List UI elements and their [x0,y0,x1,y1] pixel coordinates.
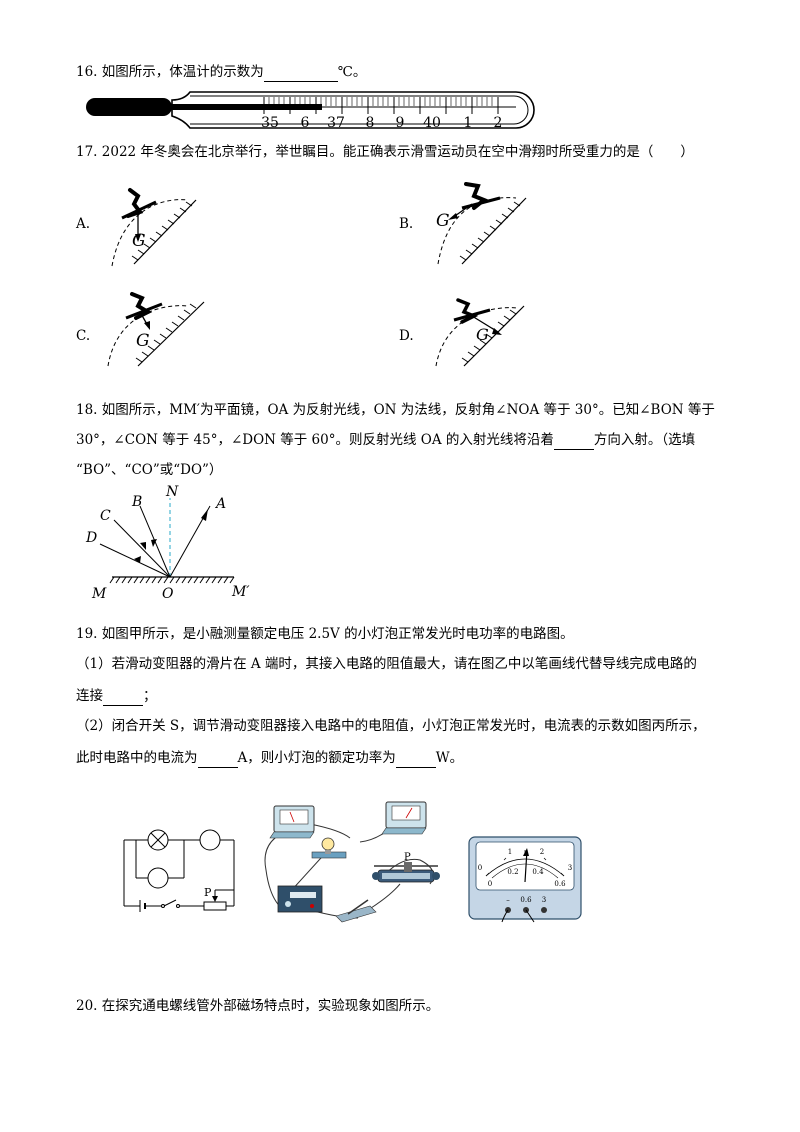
q19-current-blank[interactable] [197,751,238,768]
q16-text: 如图所示，体温计的示数为 [101,64,264,80]
q19-circuit-slider-label: P [204,886,212,899]
q17-option-a-figure[interactable]: G [104,182,204,268]
thermo-label-36: 6 [301,115,310,131]
thermo-label-38: 8 [366,115,375,131]
q19-number: 19. [76,626,98,642]
q19-part2-b: 此时电路中的电流为 [76,750,198,766]
switch-device [335,899,377,923]
q17-option-a-label[interactable]: A. [76,216,91,232]
ammeter-outer-1: 1 [508,848,512,856]
q19-part2-d: W。 [435,750,464,766]
q19-text: 如图甲所示，是小融测量额定电压 2.5V 的小灯泡正常发光时电功率的电路图。 [101,626,574,642]
q18-mirror-figure: N A B C D M O M′ [85,484,250,602]
ammeter-inner-02: 0.2 [507,868,518,876]
q19-stem: 19. 如图甲所示，是小融测量额定电压 2.5V 的小灯泡正常发光时电功率的电路… [76,624,574,644]
q19-part1-blank[interactable] [103,689,143,706]
q18-line2-b: 方向入射。（选填 [593,432,696,448]
q19-part1-b: 连接 [76,688,103,704]
ammeter-outer-3: 3 [568,864,572,872]
q17-option-c-label[interactable]: C. [76,328,91,344]
q19-circuit-diagram: P [123,829,235,912]
ammeter-device [381,801,427,835]
q19-part2-a: （2）闭合开关 S，调节滑动变阻器接入电路中的电阻值，小灯泡正常发光时，电流表的… [76,718,706,734]
q17-option-d-label[interactable]: D. [399,328,414,344]
q17-option-d-figure[interactable]: G [432,294,536,370]
rheostat-device [372,862,440,883]
q19-part1-line2: 连接 ； [76,686,157,706]
q20-number: 20. [76,998,98,1014]
q17-option-c-figure[interactable]: G [104,290,208,370]
q16-answer-blank[interactable] [263,65,338,82]
ammeter-outer-2: 2 [540,848,544,856]
q20-text: 在探究通电螺线管外部磁场特点时，实验现象如图所示。 [101,998,440,1014]
q18-label-d: D [85,530,97,546]
q19-part1-a: （1）若滑动变阻器的滑片在 A 端时，其接入电路的阻值最大，请在图乙中以笔画线代… [76,656,697,672]
thermo-label-39: 9 [396,115,405,131]
ammeter-inner-04: 0.4 [532,868,544,876]
q17-text: 2022 年冬奥会在北京举行，举世瞩目。能正确表示滑雪运动员在空中滑翔时所受重力… [101,144,694,160]
q18-stem-line3: “BO”、“CO”或“DO”） [76,460,222,480]
q18-label-o: O [162,586,174,602]
q17-d-force-label: G [476,325,489,344]
q18-stem-line1: 18. 如图所示，MM′为平面镜，OA 为反射光线，ON 为法线，反射角∠NOA… [76,400,715,420]
q19-power-blank[interactable] [395,751,436,768]
q16-unit: ℃。 [337,64,367,80]
q18-label-c: C [100,508,111,524]
q17-option-b-figure[interactable]: G [432,178,532,268]
q19-part2-line2: 此时电路中的电流为 A，则小灯泡的额定功率为 W。 [76,748,463,768]
q18-label-a: A [214,496,226,512]
power-supply-device [277,885,323,913]
q19-apparatus-slider-label: P [404,852,411,863]
lamp-device [311,837,347,859]
thermo-label-40: 40 [423,115,441,131]
ammeter-inner-06: 0.6 [554,880,566,888]
q17-number: 17. [76,144,98,160]
q16-stem: 16. 如图所示，体温计的示数为 ℃。 [76,62,366,82]
q18-stem-line2: 30°，∠CON 等于 45°，∠DON 等于 60°。则反射光线 OA 的入射… [76,430,695,450]
q19-ammeter-dial: 0 1 2 3 0 0.2 0.4 0.6 – 0.6 3 [468,836,582,923]
ammeter-terminal-3: 3 [542,896,546,904]
q20-stem: 20. 在探究通电螺线管外部磁场特点时，实验现象如图所示。 [76,996,439,1016]
ammeter-outer-0: 0 [478,864,482,872]
thermo-label-35: 35 [261,115,279,131]
q17-c-force-label: G [136,331,150,351]
thermo-label-37: 37 [327,115,345,131]
q17-stem: 17. 2022 年冬奥会在北京举行，举世瞩目。能正确表示滑雪运动员在空中滑翔时… [76,142,694,162]
q18-line1: 如图所示，MM′为平面镜，OA 为反射光线，ON 为法线，反射角∠NOA 等于 … [101,402,715,418]
q18-line3: “BO”、“CO”或“DO”） [76,462,223,478]
q17-option-b-label[interactable]: B. [399,216,414,232]
thermo-label-42: 2 [494,115,503,131]
q18-answer-blank[interactable] [553,433,594,450]
ammeter-terminal-minus: – [506,896,510,904]
q18-number: 18. [76,402,98,418]
q19-part1-c: ； [143,688,157,704]
q19-apparatus-figure: P [264,801,440,923]
thermo-label-41: 1 [464,115,473,131]
q18-label-b: B [131,494,142,510]
q18-label-m: M [91,586,107,602]
thermometer-figure: 35 6 37 8 9 40 1 2 [86,91,535,131]
voltmeter-device [269,805,315,839]
q16-number: 16. [76,64,98,80]
q18-label-m-prime: M′ [231,584,250,600]
q17-a-force-label: G [132,231,146,251]
q17-b-force-label: G [436,211,450,231]
ammeter-inner-0: 0 [488,880,492,888]
q18-line2-a: 30°，∠CON 等于 45°，∠DON 等于 60°。则反射光线 OA 的入射… [76,432,554,448]
q19-part1-line1: （1）若滑动变阻器的滑片在 A 端时，其接入电路的阻值最大，请在图乙中以笔画线代… [76,654,697,674]
q19-part2-c: A，则小灯泡的额定功率为 [237,750,396,766]
q19-part2-line1: （2）闭合开关 S，调节滑动变阻器接入电路中的电阻值，小灯泡正常发光时，电流表的… [76,716,706,736]
ammeter-terminal-06: 0.6 [520,896,532,904]
q18-label-n: N [165,484,179,500]
